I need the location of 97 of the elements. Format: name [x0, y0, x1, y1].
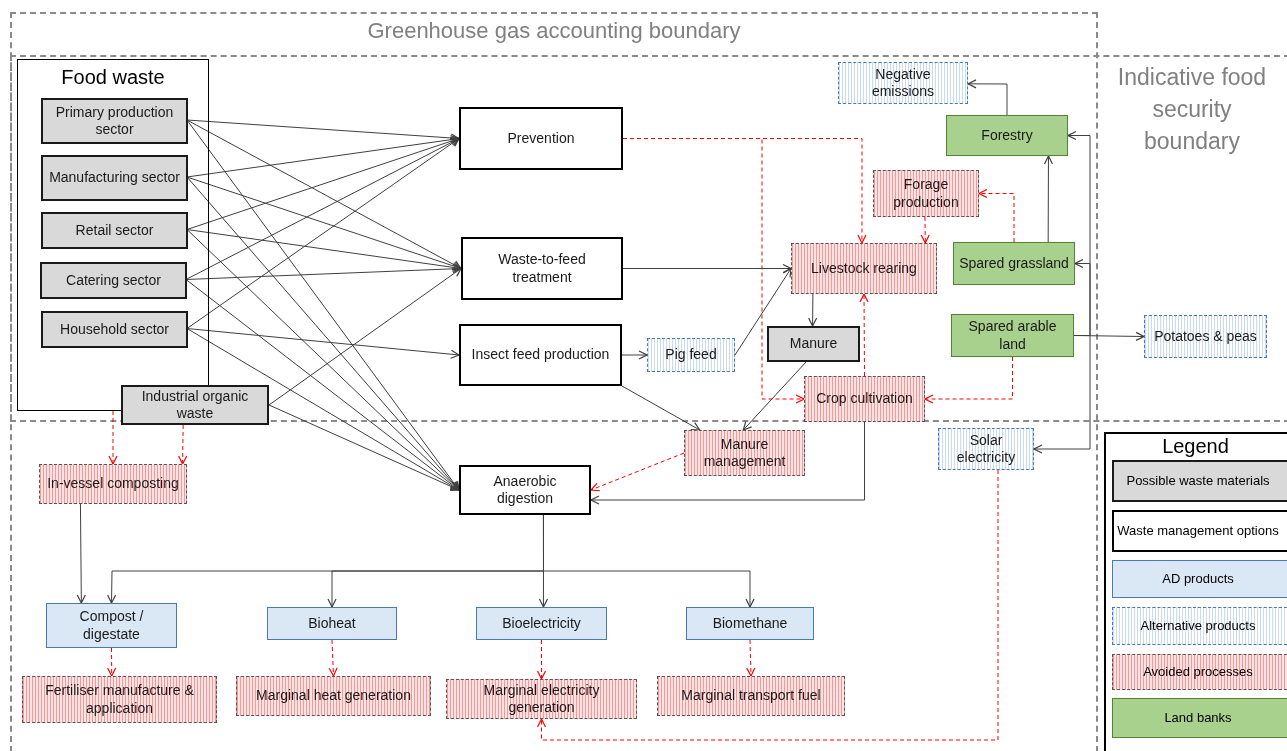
waste-source-box — [41, 311, 188, 348]
node-label: Solar electricity — [955, 431, 1017, 467]
waste-source-box — [40, 262, 187, 299]
node-label: Forage production — [892, 176, 960, 211]
arrow — [536, 469, 999, 741]
avoided-process-box — [804, 376, 925, 422]
avoided-process-box — [684, 430, 805, 476]
node-label: Spared arable land — [967, 318, 1058, 353]
arrow — [107, 647, 117, 677]
node-label: Catering sector — [66, 271, 161, 290]
waste-source-box — [121, 385, 269, 425]
arrow — [978, 188, 1015, 243]
node-label: Waste-to-feed treatment — [497, 251, 587, 286]
arrow — [621, 350, 648, 360]
arrow — [920, 216, 930, 244]
arrow — [859, 293, 869, 377]
legend-label: AD products — [1162, 570, 1234, 588]
waste-source-box — [767, 326, 860, 362]
arrow — [268, 267, 462, 406]
node-label: Negative emissions — [870, 65, 936, 101]
waste-source-box — [41, 212, 188, 249]
waste-source-box — [41, 98, 188, 144]
legend-label: Alternative products — [1140, 617, 1256, 635]
group-heading: Food waste — [60, 65, 166, 90]
avoided-process-box — [22, 676, 217, 723]
node-label: Manufacturing sector — [49, 169, 180, 187]
node-label: Bioheat — [308, 614, 356, 633]
avoided-process-box — [791, 243, 937, 294]
legend-title: Legend — [1161, 434, 1230, 458]
arrow — [328, 639, 338, 677]
boundary-label: Greenhouse gas accounting boundary — [366, 17, 742, 45]
land-bank-box — [946, 115, 1068, 156]
avoided-process-box — [446, 679, 637, 719]
arrow — [590, 421, 865, 505]
product-box — [686, 607, 814, 640]
node-label: Household sector — [60, 320, 169, 339]
land-bank-box — [953, 242, 1075, 285]
node-label: Potatoes & peas — [1154, 327, 1257, 346]
product-box — [647, 338, 735, 372]
node-label: Retail sector — [75, 221, 154, 240]
node-label: Marginal electricity generation — [482, 681, 601, 717]
arrow — [621, 385, 701, 431]
process-box — [459, 107, 623, 170]
node-label: Biomethane — [712, 614, 788, 633]
arrow — [1073, 258, 1091, 336]
boundary-label: Indicative food security boundary — [1116, 63, 1268, 156]
process-box — [459, 324, 622, 386]
arrow — [1033, 335, 1091, 454]
node-label: In-vessel composting — [47, 475, 179, 493]
product-box — [476, 607, 607, 640]
node-label: Manure — [789, 335, 838, 353]
node-label: Anaerobic digestion — [492, 472, 558, 508]
arrow — [590, 452, 685, 492]
node-label: Manure management — [702, 435, 787, 471]
arrow — [108, 410, 118, 465]
arrow — [268, 404, 460, 491]
legend-label: Avoided processes — [1143, 663, 1253, 681]
node-label: Marginal heat generation — [256, 687, 411, 705]
process-box — [459, 465, 591, 515]
node-label: Forestry — [981, 126, 1033, 145]
legend-label: Land banks — [1164, 709, 1232, 727]
avoided-process-box — [39, 464, 187, 504]
arrow — [178, 424, 188, 465]
product-box — [938, 428, 1034, 470]
node-label: Spared grassland — [959, 254, 1069, 273]
node-label: Marginal transport fuel — [681, 687, 821, 705]
legend-label: Possible waste materials — [1126, 472, 1270, 490]
legend-label: Waste management options — [1117, 522, 1279, 540]
avoided-process-box — [873, 170, 979, 217]
process-box — [461, 237, 623, 300]
arrow — [536, 639, 547, 680]
node-label: Pig feed — [665, 346, 717, 364]
node-label: Livestock rearing — [811, 259, 917, 278]
arrow — [924, 356, 1013, 404]
node-label: Crop cultivation — [816, 390, 913, 408]
product-box — [267, 607, 397, 640]
arrow — [76, 503, 86, 604]
node-label: Primary production sector — [54, 103, 175, 139]
node-label: Prevention — [507, 129, 575, 148]
node-label: Fertiliser manufacture & application — [44, 682, 195, 717]
arrow — [734, 267, 792, 356]
node-label: Industrial organic waste — [140, 387, 250, 423]
arrow — [967, 79, 1008, 116]
product-box — [46, 603, 177, 648]
product-box — [838, 62, 968, 104]
arrow — [746, 639, 756, 677]
avoided-process-box — [657, 676, 845, 716]
node-label: Insect feed production — [471, 346, 610, 364]
land-bank-box — [951, 314, 1074, 357]
waste-source-box — [41, 155, 188, 201]
product-box — [1144, 315, 1267, 358]
arrow — [622, 263, 792, 274]
node-label: Compost / digestate — [78, 608, 145, 643]
arrow — [808, 293, 818, 327]
avoided-process-box — [236, 676, 431, 716]
node-label: Bioelectricity — [502, 614, 581, 633]
arrow — [1043, 155, 1054, 243]
